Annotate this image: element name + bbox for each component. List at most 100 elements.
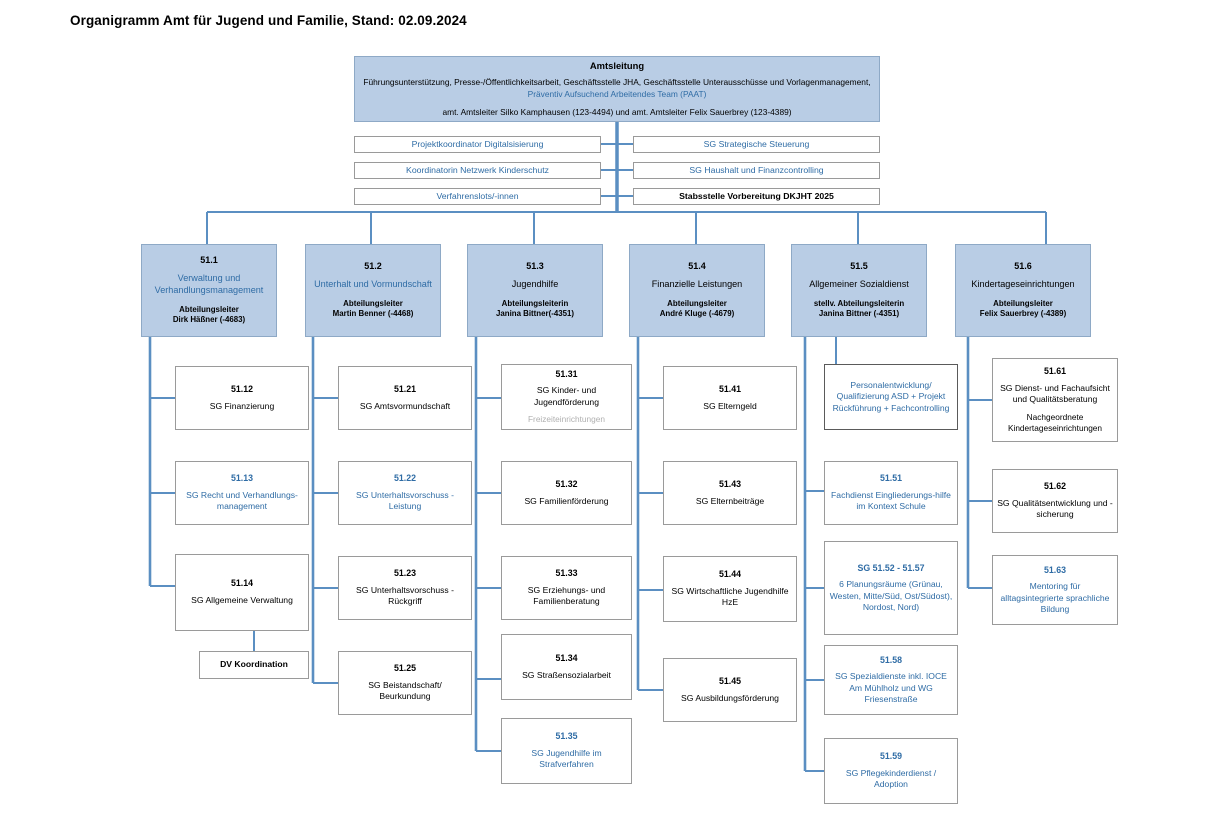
staff-label: Koordinatorin Netzwerk Kinderschutz bbox=[406, 164, 549, 175]
staff-box-projektkoordinator-digitalisierung[interactable]: Projektkoordinator Digitalsisierung bbox=[354, 136, 601, 153]
unit-code: 51.32 bbox=[555, 478, 578, 489]
unit-box-51-33[interactable]: 51.33 SG Erziehungs- und Familienberatun… bbox=[501, 556, 632, 620]
staff-box-verfahrenslots[interactable]: Verfahrenslots/-innen bbox=[354, 188, 601, 205]
dept-lead-role: Abteilungsleiter bbox=[179, 304, 239, 314]
dept-lead-name: André Kluge (-4679) bbox=[659, 309, 735, 319]
unit-box-51-14[interactable]: 51.14 SG Allgemeine Verwaltung bbox=[175, 554, 309, 631]
unit-name: SG Ausbildungsförderung bbox=[681, 692, 779, 703]
unit-box-personalentwicklung-asd[interactable]: Personalentwicklung/ Qualifizierung ASD … bbox=[824, 364, 958, 430]
dept-code: 51.3 bbox=[526, 261, 544, 272]
amtsleitung-title: Amtsleitung bbox=[589, 59, 645, 71]
dept-box-51-4[interactable]: 51.4 Finanzielle Leistungen Abteilungsle… bbox=[629, 244, 765, 337]
unit-box-51-31[interactable]: 51.31 SG Kinder- und Jugendförderung Fre… bbox=[501, 364, 632, 430]
unit-name: Personalentwicklung/ Qualifizierung ASD … bbox=[832, 379, 950, 413]
unit-code: 51.62 bbox=[1043, 481, 1066, 492]
unit-box-51-41[interactable]: 51.41 SG Elterngeld bbox=[663, 366, 797, 430]
dept-name: Verwaltung und Verhandlungsmanagement bbox=[154, 273, 264, 295]
unit-code: 51.34 bbox=[555, 652, 578, 663]
dept-box-51-6[interactable]: 51.6 Kindertageseinrichtungen Abteilungs… bbox=[955, 244, 1091, 337]
unit-name: SG Unterhaltsvorschuss - Rückgriff bbox=[356, 584, 454, 607]
staff-box-koordinatorin-netzwerk-kinderschutz[interactable]: Koordinatorin Netzwerk Kinderschutz bbox=[354, 162, 601, 179]
amtsleitung-box: Amtsleitung Führungsunterstützung, Press… bbox=[354, 56, 880, 122]
unit-name: SG Erziehungs- und Familienberatung bbox=[527, 584, 606, 607]
unit-box-51-12[interactable]: 51.12 SG Finanzierung bbox=[175, 366, 309, 430]
unit-box-51-52-51-57[interactable]: SG 51.52 - 51.57 6 Planungsräume (Grünau… bbox=[824, 541, 958, 635]
dept-name: Kindertageseinrichtungen bbox=[971, 279, 1075, 290]
dept-code: 51.1 bbox=[200, 255, 218, 266]
unit-box-51-61[interactable]: 51.61 SG Dienst- und Fachaufsicht und Qu… bbox=[992, 358, 1118, 442]
unit-name: SG Beistandschaft/ Beurkundung bbox=[368, 679, 442, 702]
unit-name: SG Dienst- und Fachaufsicht und Qualität… bbox=[1000, 382, 1110, 405]
unit-box-51-45[interactable]: 51.45 SG Ausbildungsförderung bbox=[663, 658, 797, 722]
dept-code: 51.2 bbox=[364, 261, 382, 272]
unit-name: DV Koordination bbox=[220, 659, 288, 670]
unit-name: SG Spezialdienste inkl. IOCE Am Mühlholz… bbox=[835, 671, 947, 705]
unit-subnote: Nachgeordnete Kindertageseinrichtungen bbox=[1007, 411, 1103, 433]
dept-box-51-1[interactable]: 51.1 Verwaltung und Verhandlungsmanageme… bbox=[141, 244, 277, 337]
dept-lead-role: Abteilungsleiter bbox=[667, 298, 727, 308]
unit-box-51-63[interactable]: 51.63 Mentoring für alltagsintegrierte s… bbox=[992, 555, 1118, 625]
unit-name: SG Qualitätsentwicklung und -sicherung bbox=[997, 497, 1113, 520]
unit-code: 51.63 bbox=[1043, 564, 1066, 575]
amtsleitung-paat: Präventiv Aufsuchend Arbeitendes Team (P… bbox=[527, 89, 707, 100]
unit-box-51-59[interactable]: 51.59 SG Pflegekinderdienst / Adoption bbox=[824, 738, 958, 804]
staff-box-sg-haushalt-und-finanzcontrolling[interactable]: SG Haushalt und Finanzcontrolling bbox=[633, 162, 880, 179]
unit-code: 51.12 bbox=[230, 383, 253, 394]
unit-name: SG Familienförderung bbox=[524, 495, 609, 506]
unit-code: 51.21 bbox=[393, 383, 416, 394]
unit-code: SG 51.52 - 51.57 bbox=[857, 562, 925, 573]
unit-name: SG Jugendhilfe im Strafverfahren bbox=[531, 747, 602, 770]
unit-box-51-13[interactable]: 51.13 SG Recht und Verhandlungs-manageme… bbox=[175, 461, 309, 525]
unit-name: SG Elterngeld bbox=[703, 400, 757, 411]
unit-code: 51.41 bbox=[718, 383, 741, 394]
unit-code: 51.22 bbox=[393, 473, 416, 484]
unit-box-51-51[interactable]: 51.51 Fachdienst Eingliederungs-hilfe im… bbox=[824, 461, 958, 525]
unit-box-dv-koordination[interactable]: DV Koordination bbox=[199, 651, 309, 679]
unit-box-51-23[interactable]: 51.23 SG Unterhaltsvorschuss - Rückgriff bbox=[338, 556, 472, 620]
staff-label: Verfahrenslots/-innen bbox=[436, 190, 519, 201]
unit-box-51-34[interactable]: 51.34 SG Straßensozialarbeit bbox=[501, 634, 632, 700]
unit-code: 51.45 bbox=[718, 675, 741, 686]
amtsleitung-leaders: amt. Amtsleiter Silko Kamphausen (123-44… bbox=[442, 107, 792, 118]
unit-box-51-43[interactable]: 51.43 SG Elternbeiträge bbox=[663, 461, 797, 525]
unit-box-51-21[interactable]: 51.21 SG Amtsvormundschaft bbox=[338, 366, 472, 430]
dept-lead-name: Felix Sauerbrey (-4389) bbox=[979, 309, 1067, 319]
dept-lead-name: Dirk Häßner (-4683) bbox=[172, 315, 246, 325]
unit-box-51-35[interactable]: 51.35 SG Jugendhilfe im Strafverfahren bbox=[501, 718, 632, 784]
unit-code: 51.14 bbox=[230, 578, 253, 589]
page-title: Organigramm Amt für Jugend und Familie, … bbox=[70, 13, 467, 28]
dept-box-51-3[interactable]: 51.3 Jugendhilfe Abteilungsleiterin Jani… bbox=[467, 244, 603, 337]
unit-name: SG Kinder- und Jugendförderung bbox=[534, 385, 599, 407]
dept-lead-role: Abteilungsleiter bbox=[993, 298, 1053, 308]
unit-box-51-44[interactable]: 51.44 SG Wirtschaftliche Jugendhilfe HzE bbox=[663, 556, 797, 622]
unit-box-51-32[interactable]: 51.32 SG Familienförderung bbox=[501, 461, 632, 525]
unit-name: Fachdienst Eingliederungs-hilfe im Konte… bbox=[831, 489, 951, 512]
unit-box-51-62[interactable]: 51.62 SG Qualitätsentwicklung und -siche… bbox=[992, 469, 1118, 533]
unit-subnote: Freizeiteinrichtungen bbox=[527, 414, 606, 425]
unit-code: 51.31 bbox=[555, 368, 578, 379]
dept-name: Unterhalt und Vormundschaft bbox=[314, 279, 432, 290]
dept-lead-role: Abteilungsleiter bbox=[343, 298, 403, 308]
staff-label: Stabsstelle Vorbereitung DKJHT 2025 bbox=[679, 190, 834, 201]
unit-code: 51.44 bbox=[718, 569, 741, 580]
staff-box-stabsstelle-dkjht[interactable]: Stabsstelle Vorbereitung DKJHT 2025 bbox=[633, 188, 880, 205]
unit-code: 51.43 bbox=[718, 478, 741, 489]
dept-name: Allgemeiner Sozialdienst bbox=[809, 279, 909, 290]
dept-code: 51.5 bbox=[850, 261, 868, 272]
amtsleitung-functions-black: Führungsunterstützung, Presse-/Öffentlic… bbox=[363, 76, 871, 87]
unit-box-51-58[interactable]: 51.58 SG Spezialdienste inkl. IOCE Am Mü… bbox=[824, 645, 958, 715]
unit-name: SG Elternbeiträge bbox=[695, 495, 765, 506]
unit-code: 51.59 bbox=[879, 751, 902, 762]
dept-box-51-5[interactable]: 51.5 Allgemeiner Sozialdienst stellv. Ab… bbox=[791, 244, 927, 337]
unit-name: SG Amtsvormundschaft bbox=[359, 400, 451, 411]
staff-box-sg-strategische-steuerung[interactable]: SG Strategische Steuerung bbox=[633, 136, 880, 153]
staff-label: SG Haushalt und Finanzcontrolling bbox=[689, 164, 824, 175]
unit-box-51-22[interactable]: 51.22 SG Unterhaltsvorschuss - Leistung bbox=[338, 461, 472, 525]
dept-lead-role: Abteilungsleiterin bbox=[501, 298, 569, 308]
unit-box-51-25[interactable]: 51.25 SG Beistandschaft/ Beurkundung bbox=[338, 651, 472, 715]
dept-box-51-2[interactable]: 51.2 Unterhalt und Vormundschaft Abteilu… bbox=[305, 244, 441, 337]
dept-lead-name: Janina Bittner(-4351) bbox=[495, 309, 575, 319]
dept-code: 51.4 bbox=[688, 261, 706, 272]
